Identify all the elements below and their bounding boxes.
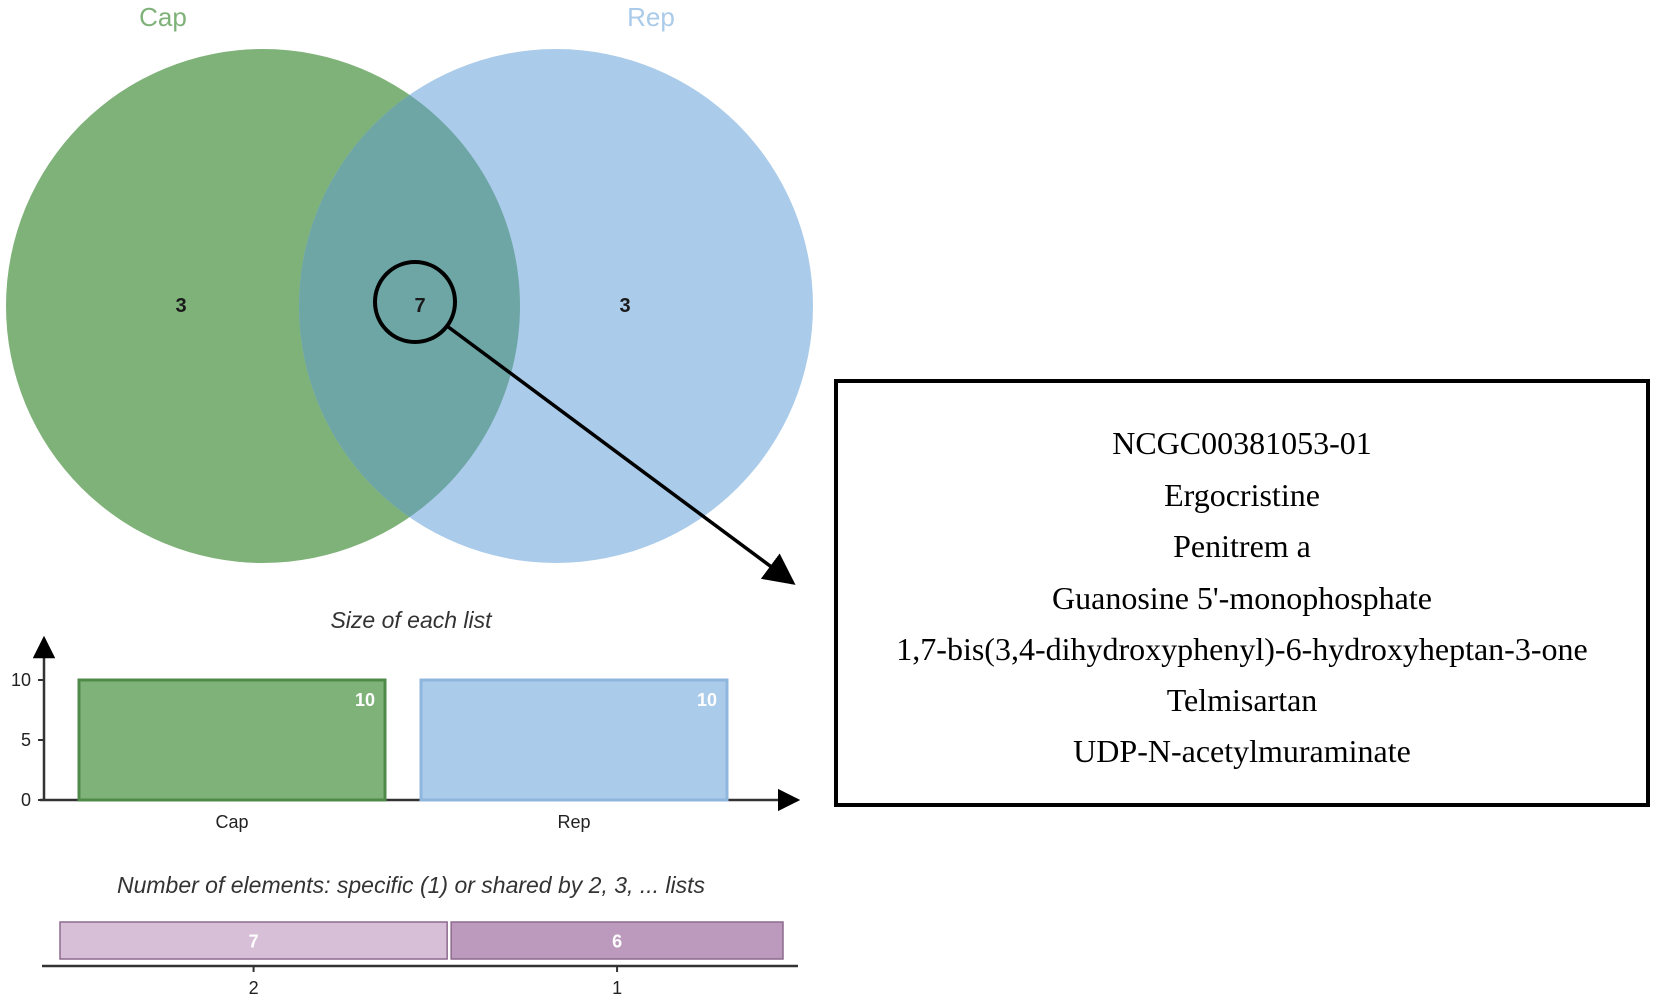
x-category-label: Rep <box>557 812 590 832</box>
venn-count-intersection: 7 <box>414 295 425 317</box>
shared-element-item: Telmisartan <box>1167 682 1318 718</box>
bar-value-label: 10 <box>697 690 717 710</box>
venn-count-cap-only: 3 <box>175 295 186 317</box>
shared-element-item: NCGC00381053-01 <box>1112 425 1372 461</box>
shared-elements-box <box>834 379 1650 807</box>
callout-arrow <box>445 324 796 585</box>
venn-count-rep-only: 3 <box>619 295 630 317</box>
venn-intersection <box>299 94 520 518</box>
shared-element-item: 1,7-bis(3,4-dihydroxyphenyl)-6-hydroxyhe… <box>896 631 1587 667</box>
segment-value-label: 6 <box>612 932 622 952</box>
x-category-label: Cap <box>215 812 248 832</box>
list-size-chart-title: Size of each list <box>330 607 493 633</box>
shared-segment-2 <box>59 921 448 960</box>
shared-count-chart: Number of elements: specific (1) or shar… <box>42 872 798 998</box>
bar-rep <box>419 678 729 802</box>
shared-element-item: UDP-N-acetylmuraminate <box>1073 733 1411 769</box>
y-tick-label: 10 <box>11 670 31 690</box>
shared-count-chart-title: Number of elements: specific (1) or shar… <box>117 872 706 898</box>
intersection-highlight-ring <box>373 260 457 344</box>
bar-cap <box>77 678 387 802</box>
shared-element-item: Ergocristine <box>1164 477 1320 513</box>
venn-label-rep: Rep <box>627 2 675 32</box>
y-tick-label: 0 <box>21 790 31 810</box>
y-tick-label: 5 <box>21 730 31 750</box>
x-category-label: 2 <box>249 978 259 998</box>
shared-element-item: Guanosine 5'-monophosphate <box>1052 580 1432 616</box>
x-category-label: 1 <box>612 978 622 998</box>
shared-segment-1 <box>450 921 784 960</box>
shared-element-item: Penitrem a <box>1173 528 1311 564</box>
bar-value-label: 10 <box>355 690 375 710</box>
venn-label-cap: Cap <box>139 2 187 32</box>
segment-value-label: 7 <box>249 932 259 952</box>
